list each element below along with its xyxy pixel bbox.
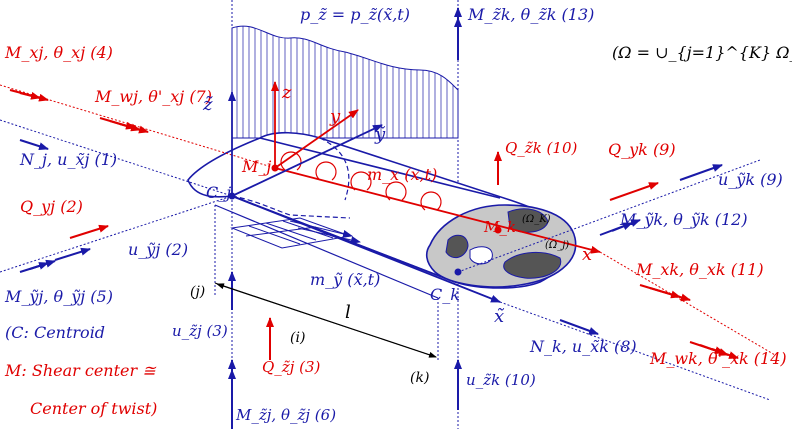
label-mxk: M_xk, θ_xk (11) <box>635 260 764 279</box>
label-nj: N_j, u_x̃j (1) <box>19 150 117 169</box>
label-omega-k: (Ω_K) <box>522 214 551 225</box>
label-y: y <box>329 106 341 127</box>
section-lines <box>214 0 459 429</box>
left-end-arrows <box>9 89 274 429</box>
label-mwk: M_wk, θ'_xk (14) <box>649 349 787 368</box>
label-mzj: M_z̃j, θ_z̃j (6) <box>235 406 336 424</box>
label-myk: M_ỹk, θ_ỹk (12) <box>619 210 748 229</box>
label-pz: p_z̃ = p_z̃(x̃,t) <box>300 5 410 24</box>
centroid-j-point <box>228 192 236 200</box>
distributed-load-pz <box>231 25 459 139</box>
label-mj: M_j <box>241 157 271 176</box>
length-dimension <box>214 282 437 358</box>
label-z-tilde: z̃ <box>202 94 213 115</box>
label-qzj: Q_z̃j (3) <box>262 358 321 376</box>
label-qyk: Q_yk (9) <box>608 140 676 159</box>
label-uyj: u_ỹj (2) <box>128 240 188 259</box>
label-y-tilde: ỹ <box>374 124 386 145</box>
label-cj: C_j <box>206 183 231 202</box>
label-my: m_ỹ (x̃,t) <box>310 270 380 289</box>
label-uyk: u_ỹk (9) <box>718 170 783 189</box>
label-qzk: Q_z̃k (10) <box>505 139 577 157</box>
legend-shear-center: M: Shear center ≅ <box>4 361 157 380</box>
label-i-mark: (i) <box>290 330 305 346</box>
legend-center-twist: Center of twist) <box>30 399 157 418</box>
right-end-arrows <box>454 7 739 410</box>
label-mx: m_x (x,t) <box>367 165 437 184</box>
label-nk: N_k, u_x̃k (8) <box>529 337 637 356</box>
label-x: x <box>582 244 592 265</box>
shear-center-j-point <box>271 164 279 172</box>
label-omega: (Ω = ∪_{j=1}^{K} Ω_j) <box>612 43 792 62</box>
shear-center-axis <box>0 81 776 356</box>
label-j-mark: (j) <box>190 284 205 300</box>
label-x-tilde: x̃ <box>494 306 505 327</box>
label-omega-j: (Ω_j) <box>545 240 569 251</box>
label-mwj: M_wj, θ'_xj (7) <box>94 87 212 106</box>
label-l: l <box>345 302 351 323</box>
label-ck: C_k <box>430 285 460 304</box>
label-mxj: M_xj, θ_xj (4) <box>4 43 113 62</box>
centroid-axis <box>0 91 771 401</box>
label-myj: M_ỹj, θ_ỹj (5) <box>4 287 113 306</box>
label-z: z <box>281 82 292 103</box>
legend-centroid: (C: Centroid <box>5 323 105 342</box>
label-k-mark: (k) <box>410 370 429 386</box>
label-mk: M_k <box>483 218 516 236</box>
shear-center-k-point <box>494 226 502 234</box>
label-uzj: u_z̃j (3) <box>172 322 228 340</box>
label-mzk: M_z̃k, θ_z̃k (13) <box>467 5 594 24</box>
centroid-k-point <box>454 268 462 276</box>
label-uzk: u_z̃k (10) <box>466 371 536 389</box>
label-qyj: Q_yj (2) <box>20 197 83 216</box>
